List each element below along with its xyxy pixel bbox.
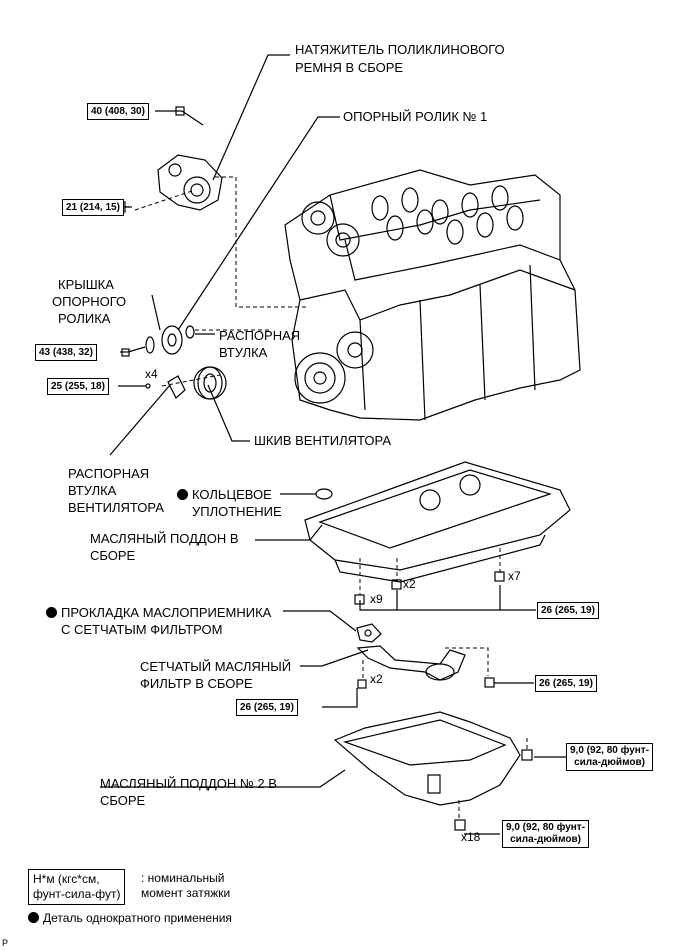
leader-oilpan2 — [100, 769, 346, 788]
label-oilpan2-2: СБОРЕ — [100, 793, 146, 808]
label-gasket-text: ПРОКЛАДКА МАСЛОПРИЕМНИКА — [61, 605, 272, 620]
label-fan-spacer-3: ВЕНТИЛЯТОРА — [68, 500, 164, 515]
qty-oilpan-bolts-b: x7 — [508, 569, 521, 583]
torque-spec-oilpan2-bottom: 9,0 (92, 80 фунт- сила-дюймов) — [502, 820, 590, 848]
legend-desc-line: : номинальный — [141, 871, 225, 885]
label-spacer-1: РАСПОРНАЯ — [219, 328, 301, 343]
torque-spec-line: сила-дюймов) — [510, 834, 581, 845]
torque-spec-strainer-nut: 26 (265, 19) — [236, 699, 298, 716]
leader-fan-pulley — [207, 384, 250, 442]
label-gasket-1: ПРОКЛАДКА МАСЛОПРИЕМНИКА — [46, 605, 271, 621]
leader-idler — [177, 116, 340, 331]
label-idler-cover-1: КРЫШКА — [58, 277, 114, 292]
leader-strainer — [300, 649, 369, 667]
torque-spec-line: 9,0 (92, 80 фунт- — [506, 822, 586, 833]
torque-spec-idler: 43 (438, 32) — [35, 344, 97, 361]
label-tensioner-1: НАТЯЖИТЕЛЬ ПОЛИКЛИНОВОГО — [295, 42, 505, 57]
label-idler-cover-2: ОПОРНОГО — [52, 294, 127, 309]
label-idler-pulley: ОПОРНЫЙ РОЛИК № 1 — [343, 109, 488, 124]
legend-torque-box: Н*м (кгс*см, фунт-сила-фут) — [28, 869, 126, 905]
torque-spec-fan-spacer: 25 (255, 18) — [47, 378, 109, 395]
label-idler-cover-3: РОЛИКА — [58, 311, 111, 326]
torque-spec-tensioner-bolt: 40 (408, 30) — [87, 103, 149, 120]
torque-spec-tensioner-lower: 21 (214, 15) — [62, 199, 124, 216]
label-fan-spacer-1: РАСПОРНАЯ — [68, 466, 150, 481]
label-oilpan-2: СБОРЕ — [90, 548, 136, 563]
single-use-dot-icon — [177, 489, 188, 500]
label-oring-text: КОЛЬЦЕВОЕ — [192, 487, 272, 502]
torque-spec-strainer: 26 (265, 19) — [535, 675, 597, 692]
single-use-dot-icon — [28, 912, 39, 923]
qty-strainer-nuts: x2 — [370, 672, 383, 686]
label-tensioner-2: РЕМНЯ В СБОРЕ — [295, 60, 404, 75]
torque-spec-line: сила-дюймов) — [574, 757, 645, 768]
single-use-dot-icon — [46, 607, 57, 618]
label-spacer-2: ВТУЛКА — [219, 345, 268, 360]
qty-oilpan2-bolts: x18 — [461, 830, 481, 844]
leader-oilpan — [255, 524, 323, 541]
label-oilpan-1: МАСЛЯНЫЙ ПОДДОН В — [90, 531, 239, 546]
legend-torque-unit-line: фунт-сила-фут) — [33, 887, 121, 901]
label-strainer-2: ФИЛЬТР В СБОРЕ — [140, 676, 253, 691]
qty-oilpan-bolts-c: x9 — [370, 592, 383, 606]
legend-single-use-text: Деталь однократного применения — [43, 911, 232, 925]
label-fan-spacer-2: ВТУЛКА — [68, 483, 117, 498]
qty-fan-spacer-bolts: x4 — [145, 367, 158, 381]
legend-desc-line: момент затяжки — [141, 886, 231, 900]
label-oring-2: УПЛОТНЕНИЕ — [192, 504, 282, 519]
legend-torque-unit-line: Н*м (кгс*см, — [33, 872, 100, 886]
label-gasket-2: С СЕТЧАТЫМ ФИЛЬТРОМ — [61, 622, 223, 637]
legend-single-use: Деталь однократного применения — [28, 911, 232, 926]
legend-torque-desc: : номинальный момент затяжки — [141, 871, 230, 901]
torque-spec-oilpan2-side: 9,0 (92, 80 фунт- сила-дюймов) — [566, 743, 654, 771]
leader-fan-spacer — [109, 384, 171, 456]
label-strainer-1: СЕТЧАТЫЙ МАСЛЯНЫЙ — [140, 659, 292, 674]
label-fan-pulley: ШКИВ ВЕНТИЛЯТОРА — [254, 433, 391, 448]
leader-tensioner — [212, 54, 290, 181]
leader-gasket — [283, 610, 357, 632]
corner-mark: P — [2, 938, 9, 948]
qty-oilpan-bolts-a: x2 — [403, 577, 416, 591]
label-oilpan2-1: МАСЛЯНЫЙ ПОДДОН № 2 В — [100, 776, 277, 791]
leader-idler-cover — [151, 294, 161, 331]
torque-spec-oilpan: 26 (265, 19) — [537, 602, 599, 619]
torque-spec-line: 9,0 (92, 80 фунт- — [570, 745, 650, 756]
label-oring-1: КОЛЬЦЕВОЕ — [177, 487, 272, 503]
